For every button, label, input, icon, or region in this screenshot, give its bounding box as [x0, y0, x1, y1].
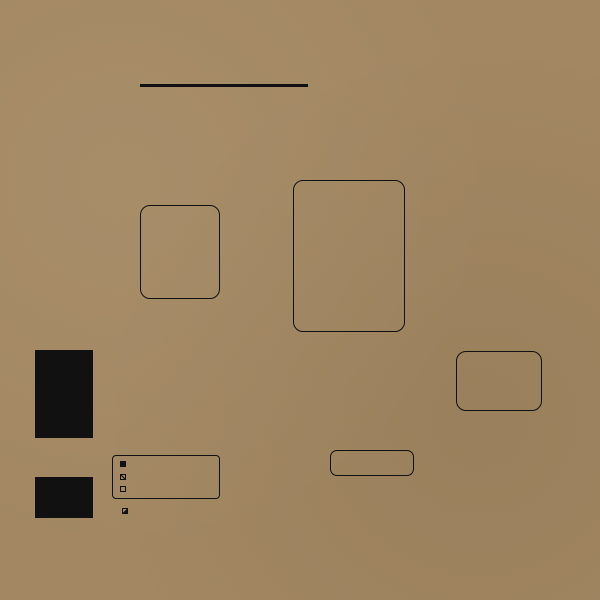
legend-item-hard-ears [120, 474, 129, 480]
block-back [140, 205, 220, 299]
legend-swatch-empty-icon [120, 486, 126, 492]
block-origin [456, 351, 542, 411]
logo-top-block [35, 350, 93, 438]
title-underline [140, 84, 308, 87]
legend-item-sex-machina [122, 508, 131, 514]
legend-box [112, 455, 220, 499]
logo-bottom-block [35, 477, 93, 518]
block-mattobrien [330, 450, 414, 476]
legend-swatch-filled-icon [120, 461, 126, 467]
block-to [293, 180, 405, 332]
legend-item-origin [120, 461, 129, 467]
legend-swatch-cross-icon [120, 474, 126, 480]
legend-swatch-half-icon [122, 508, 128, 514]
legend-item-come-correct [120, 486, 129, 492]
